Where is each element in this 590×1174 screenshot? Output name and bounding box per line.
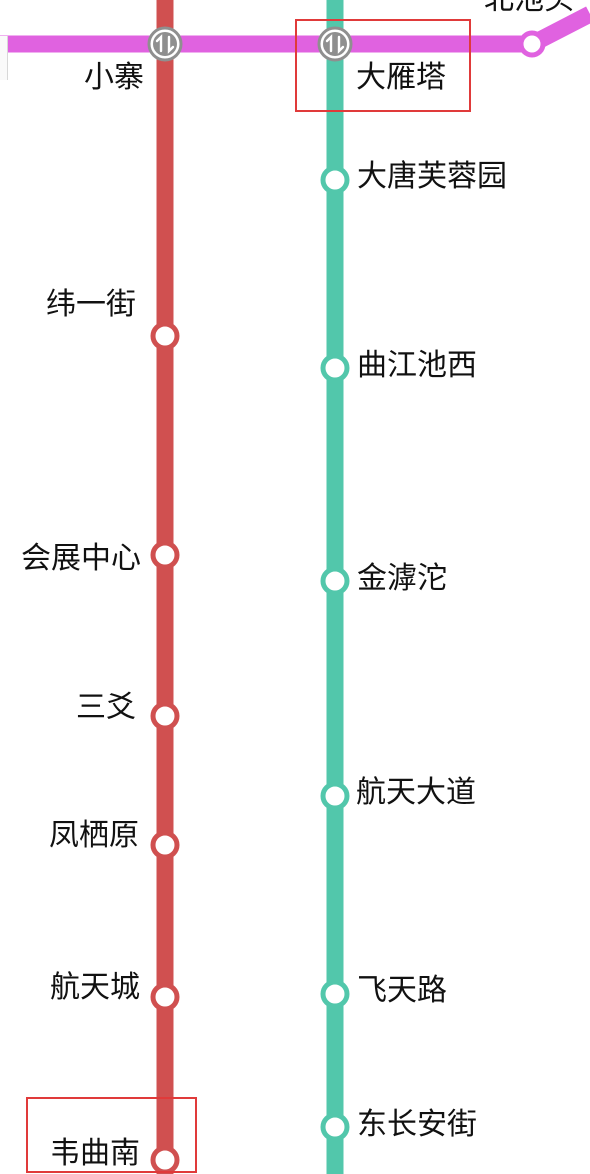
transfer-arrows-icon	[155, 34, 175, 54]
station-dot-huizhanzhongxin[interactable]	[150, 540, 180, 570]
station-label-hangtiandadao[interactable]: 航天大道	[356, 775, 476, 810]
station-dot-jinhutuo[interactable]	[320, 566, 350, 596]
station-label-fengqiyuan[interactable]: 凤栖原	[49, 818, 139, 853]
station-label-feitianlu[interactable]: 飞天路	[357, 973, 447, 1008]
station-dot-datangfurongyuan[interactable]	[320, 165, 350, 195]
station-label-datangfurongyuan[interactable]: 大唐芙蓉园	[357, 159, 507, 194]
highlight-box-dayanta	[295, 19, 471, 112]
station-label-weiyijie[interactable]: 纬一街	[46, 287, 136, 322]
station-label-dongchanganjie[interactable]: 东长安街	[357, 1107, 477, 1142]
station-label-xiaozhai[interactable]: 小寨	[84, 60, 144, 95]
station-label-sanyao[interactable]: 三爻	[76, 690, 136, 725]
station-dot-sanyao[interactable]	[150, 701, 180, 731]
station-dot-beichitou[interactable]	[518, 30, 546, 58]
station-dot-hangtiancheng[interactable]	[150, 982, 180, 1012]
transfer-station-xiaozhai[interactable]	[147, 26, 183, 62]
transfer-arrows-icon	[325, 34, 345, 54]
station-label-huizhanzhongxin[interactable]: 会展中心	[21, 541, 141, 576]
station-dot-dongchanganjie[interactable]	[320, 1112, 350, 1142]
station-label-qujiangchixi[interactable]: 曲江池西	[357, 348, 477, 383]
left-edge-panel	[0, 36, 8, 80]
station-label-weiqunan[interactable]: 韦曲南	[50, 1136, 140, 1171]
highlight-box-weiqunan	[26, 1097, 197, 1173]
station-dot-weiyijie[interactable]	[150, 321, 180, 351]
station-label-jinhutuo[interactable]: 金滹沱	[357, 561, 447, 596]
station-dot-feitianlu[interactable]	[320, 979, 350, 1009]
transfer-station-dayanta[interactable]	[317, 26, 353, 62]
station-label-dayanta[interactable]: 大雁塔	[356, 60, 446, 95]
station-label-beichitou[interactable]: 北池头	[484, 0, 574, 18]
station-dot-fengqiyuan[interactable]	[150, 830, 180, 860]
station-dot-qujiangchixi[interactable]	[320, 353, 350, 383]
station-label-hangtiancheng[interactable]: 航天城	[50, 970, 140, 1005]
station-dot-hangtiandadao[interactable]	[320, 781, 350, 811]
